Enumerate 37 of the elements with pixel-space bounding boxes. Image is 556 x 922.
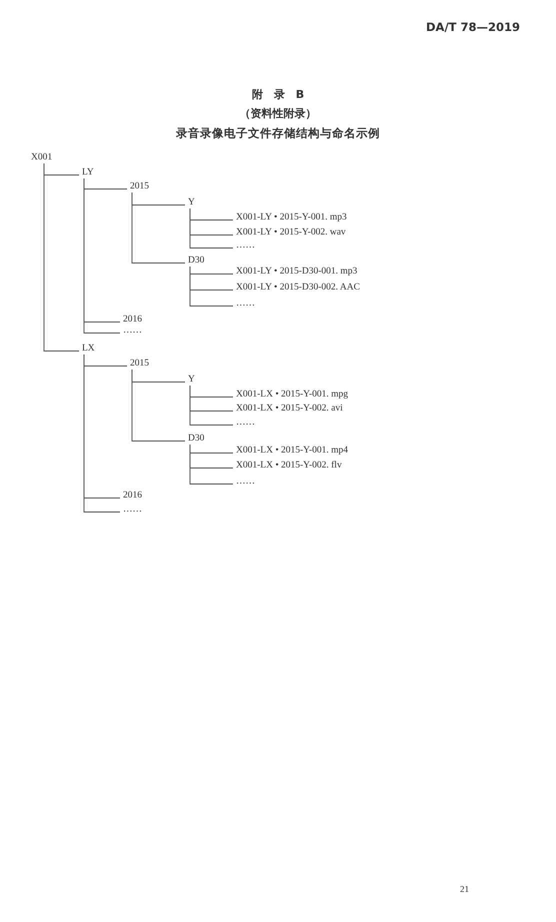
tree-item-label: X001-LY • 2015-Y-002. wav — [233, 228, 348, 238]
tree-connector — [190, 385, 234, 426]
appendix-heading: 附 录 B — [252, 87, 304, 102]
tree-item-label: X001-LX • 2015-Y-001. mp4 — [233, 446, 350, 456]
tree-connector — [190, 444, 234, 484]
appendix-type: （资料性附录） — [240, 106, 316, 121]
tree-item-label: D30 — [185, 434, 206, 444]
tree-item-label: …… — [233, 418, 257, 428]
tree-connector — [132, 192, 186, 264]
tree-connector — [132, 369, 186, 442]
tree-item-label: 2015 — [127, 358, 151, 370]
tree-connector — [44, 163, 80, 352]
tree-item-label: LY — [79, 168, 96, 178]
tree-item-label: D30 — [185, 256, 206, 266]
tree-item-label: …… — [120, 326, 144, 336]
tree-item-label: 2016 — [120, 490, 144, 502]
standard-number: DA/T 78—2019 — [426, 20, 520, 34]
tree-item-label: X001-LY • 2015-D30-002. AAC — [233, 282, 362, 294]
tree-item-label: Y — [185, 198, 197, 208]
tree-item-label: 2015 — [127, 182, 151, 192]
tree-item-label: X001-LY • 2015-D30-001. mp3 — [233, 266, 360, 278]
tree-item-label: 2016 — [120, 314, 144, 326]
tree-connector — [190, 266, 234, 306]
tree-item-label: LX — [79, 344, 97, 354]
tree-item-label: X001-LX • 2015-Y-002. avi — [233, 404, 345, 414]
tree-item-label: X001 — [28, 152, 54, 164]
tree-item-label: X001-LY • 2015-Y-001. mp3 — [233, 212, 349, 224]
tree-item-label: …… — [233, 240, 257, 252]
tree-item-label: …… — [233, 298, 257, 310]
tree-item-label: …… — [233, 476, 257, 488]
diagram-title: 录音录像电子文件存储结构与命名示例 — [175, 126, 381, 141]
tree-item-label: X001-LX • 2015-Y-002. flv — [233, 460, 344, 472]
tree-item-label: Y — [185, 374, 197, 386]
tree-item-label: …… — [120, 504, 144, 516]
tree-connector — [190, 208, 234, 248]
page-number: 21 — [460, 884, 469, 894]
tree-item-label: X001-LX • 2015-Y-001. mpg — [233, 390, 350, 400]
